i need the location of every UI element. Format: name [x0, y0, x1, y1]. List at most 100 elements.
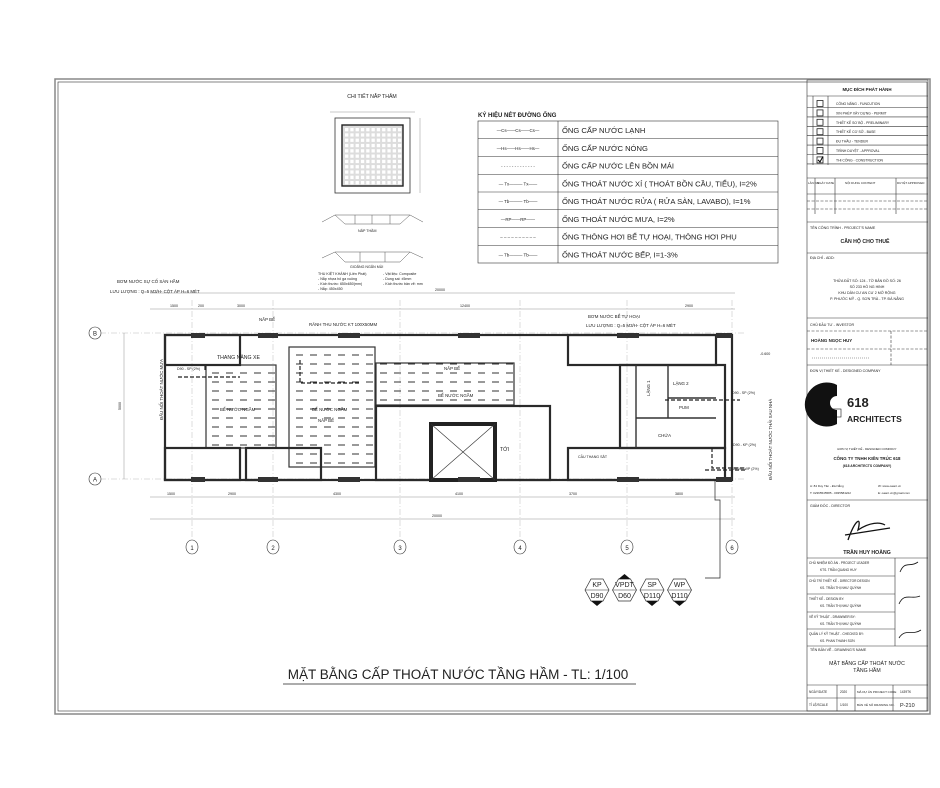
pump2-label: BƠM NƯỚC BỂ TỰ HOẠI [588, 314, 640, 319]
dim-side: 5000 [118, 402, 122, 410]
cover-hole [360, 165, 365, 169]
contact: A: 84 Duy Tân - Đà Nẵng [810, 483, 844, 488]
purpose-checkbox[interactable] [816, 156, 824, 164]
legend-symbol: —Hs——Hs——Hs— [497, 146, 540, 151]
structural-column [716, 477, 732, 482]
cover-hole [382, 133, 386, 137]
note: - Kích thước bản vẽ: mm [383, 282, 423, 286]
cover-hole [398, 138, 402, 142]
director-signature [844, 520, 891, 541]
grid-bubble-3 [393, 539, 407, 555]
grid-label: B [93, 332, 97, 338]
structural-column [258, 477, 278, 482]
cover-hole [382, 128, 386, 132]
cover-hole [350, 143, 354, 148]
detail-title: CHI TIẾT NẮP THĂM [347, 92, 396, 100]
cover-hole [355, 175, 359, 179]
dim: 4100 [455, 492, 463, 496]
cover-hole [382, 149, 386, 153]
contact: W: www.oaarc.vn [878, 484, 901, 488]
purpose-checkbox[interactable] [816, 147, 824, 154]
cover-hole [355, 154, 359, 158]
cover-hole [376, 138, 381, 142]
cover-hole [360, 143, 365, 148]
tag-arrow [673, 601, 686, 606]
purpose-checkbox[interactable] [816, 137, 824, 145]
purpose-checkbox[interactable] [816, 118, 824, 126]
cover-hole [398, 165, 402, 169]
grid-label: 5 [625, 546, 629, 552]
cover-hole [345, 143, 349, 148]
cover-hole [360, 149, 365, 153]
signatures [898, 561, 922, 639]
cover-hole [382, 181, 386, 185]
cover-hole [360, 181, 365, 185]
cover-hole [387, 138, 391, 142]
company-name: CÔNG TY TNHH KIẾN TRÚC 618 [833, 456, 901, 461]
room2-label: LẶNG 2 [673, 381, 689, 386]
cover-hole [355, 181, 359, 185]
cover-hole [366, 149, 370, 153]
cover-hole [360, 170, 365, 174]
cover-hole [382, 175, 386, 179]
logo-number: 618 [847, 395, 869, 410]
note: - Nắp nhựa hố ga vuông [318, 276, 357, 281]
purpose-checkbox[interactable] [816, 100, 824, 107]
cover-hole [350, 149, 354, 153]
cover-hole [355, 133, 359, 137]
tag-bottom: D90 [591, 593, 604, 600]
address-line: KHU DÂN CƯ AN CƯ 2 MỞ RỘNG [838, 290, 895, 295]
tag-top: KP [592, 582, 602, 589]
purpose-checkbox[interactable] [816, 128, 824, 136]
cover-hole [398, 159, 402, 164]
cover-hole [392, 165, 396, 169]
purpose-label: XIN PHÉP XÂY DỰNG - PERMIT [836, 110, 887, 115]
cover-hole [355, 165, 359, 169]
grid-bubble-5 [620, 539, 634, 555]
purpose-checkbox[interactable] [816, 109, 824, 117]
tank2-label: BỂ NƯỚC NGẦM [312, 407, 348, 412]
cover-hole [392, 149, 396, 153]
cover-hole [350, 128, 354, 132]
cover-hole [387, 133, 391, 137]
role-label: CHỦ TRÌ THIẾT KẾ - DIRECTOR DESIGN [809, 578, 870, 583]
rev-header: NỘI DUNG CONTENT [845, 180, 876, 185]
cover-hole [355, 138, 359, 142]
tank2-lid-label: NẮP BỂ [318, 418, 334, 423]
pipe-legend: KÝ HIỆU NÉT ĐƯỜNG ỐNG —Cs——Cs——Cs—ỐNG CẤ… [477, 111, 779, 264]
cover-holes [345, 128, 402, 185]
tag-bottom: D60 [618, 593, 631, 600]
purpose-label: ĐU THẦU - TENDER [836, 140, 868, 144]
cover-hole [355, 128, 359, 132]
618-architects-logo: 618 ARCHITECTS [804, 382, 902, 427]
role-label: QUẢN LÝ KỸ THUẬT - CHECKED BY: [809, 631, 864, 636]
cover-hole [345, 175, 349, 179]
legend-symbol: —RP——RP—— [501, 217, 536, 222]
director-label: GIÁM ĐỐC - DIRECTOR [810, 503, 850, 508]
tank3-lid-label: NẮP BỂ [444, 366, 460, 371]
cover-hole [371, 138, 375, 142]
room1-label: LẶNG 1 [646, 380, 651, 396]
car-lift-label: THANG NÂNG XE [217, 354, 260, 361]
code-value: 1439TK [900, 690, 912, 694]
cover-hole [376, 175, 381, 179]
cover-hole [371, 149, 375, 153]
cover-hole [350, 159, 354, 164]
drain-pipe [178, 360, 360, 384]
drawing-name: TẦNG HẦM [853, 667, 880, 674]
manhole-cover-detail: CHI TIẾT NẮP THĂM NẮP THĂM GIOĂNG NGĂN M… [318, 92, 424, 291]
code-label: MÃ DỰ ÁN PROJECT CODE [857, 689, 896, 694]
scale-label: TỈ LỆ/SCALE [809, 702, 828, 707]
legend-symbol: — Tx——— Tx—— [499, 181, 538, 186]
director-name: TRẦN HUY HOÀNG [843, 549, 890, 556]
address-line: SỐ 233 HỒ NG HINH [850, 284, 885, 289]
structural-column [338, 477, 360, 482]
grid-label: 4 [518, 546, 522, 552]
cover-hole [376, 170, 381, 174]
purpose-label: THIẾT KẾ CƠ SỞ - BASE [836, 129, 876, 134]
contact: E: oaarc.vn@gmail.com [878, 491, 910, 495]
revision-table: LẦN NO NGÀY DATE NỘI DUNG CONTENT DUYỆT … [807, 178, 928, 214]
cover-hole [398, 181, 402, 185]
outlet-pipes [665, 399, 745, 471]
legend-title: KÝ HIỆU NÉT ĐƯỜNG ỐNG [478, 111, 557, 119]
